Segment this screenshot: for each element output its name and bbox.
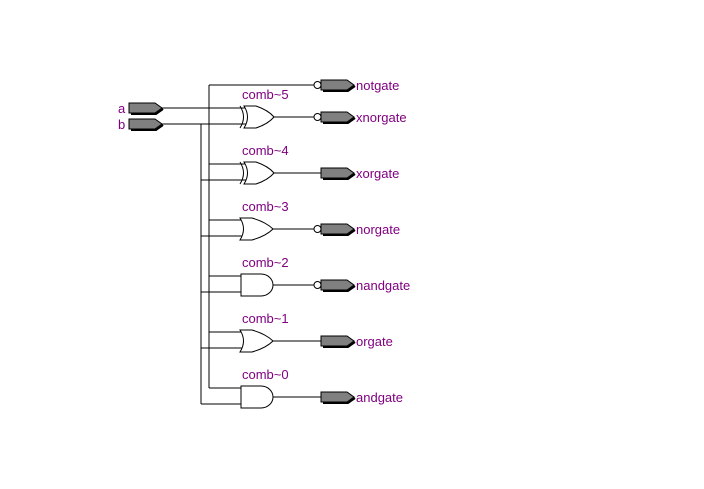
gate-and: comb~0 andgate — [201, 367, 403, 409]
gate-label: comb~2 — [242, 255, 289, 270]
nand-gate-icon — [240, 273, 274, 297]
inversion-bubble-icon — [313, 225, 322, 233]
bus-wires — [162, 84, 314, 404]
xnor-gate-icon — [239, 105, 275, 129]
gate-nand: comb~2 nandgate — [201, 255, 410, 297]
inversion-bubble-icon — [313, 281, 322, 289]
output-label-orgate: orgate — [356, 334, 393, 349]
inversion-bubble-icon — [313, 113, 322, 121]
output-label-nandgate: nandgate — [356, 278, 410, 293]
inversion-bubble-icon — [313, 81, 322, 89]
gate-label: comb~1 — [242, 311, 289, 326]
and-gate-icon — [240, 385, 274, 409]
output-label-norgate: norgate — [356, 222, 400, 237]
gate-label: comb~4 — [242, 143, 289, 158]
input-label-b: b — [118, 117, 125, 132]
input-port-b: b — [118, 117, 164, 132]
output-label-xnorgate: xnorgate — [356, 110, 407, 125]
output-label-notgate: notgate — [356, 78, 399, 93]
notgate-output: notgate — [313, 78, 399, 93]
nor-gate-icon — [239, 217, 274, 241]
input-label-a: a — [118, 101, 126, 116]
gate-or: comb~1 orgate — [201, 311, 393, 353]
gate-label: comb~5 — [242, 87, 289, 102]
gate-label: comb~3 — [242, 199, 289, 214]
xor-gate-icon — [239, 161, 275, 185]
input-port-a: a — [118, 101, 164, 116]
output-label-andgate: andgate — [356, 390, 403, 405]
or-gate-icon — [239, 329, 274, 353]
gate-label: comb~0 — [242, 367, 289, 382]
gate-xor: comb~4 xorgate — [201, 143, 399, 185]
gate-nor: comb~3 norgate — [201, 199, 400, 241]
output-label-xorgate: xorgate — [356, 166, 399, 181]
gate-xnor: comb~5 xnorgate — [239, 87, 407, 129]
